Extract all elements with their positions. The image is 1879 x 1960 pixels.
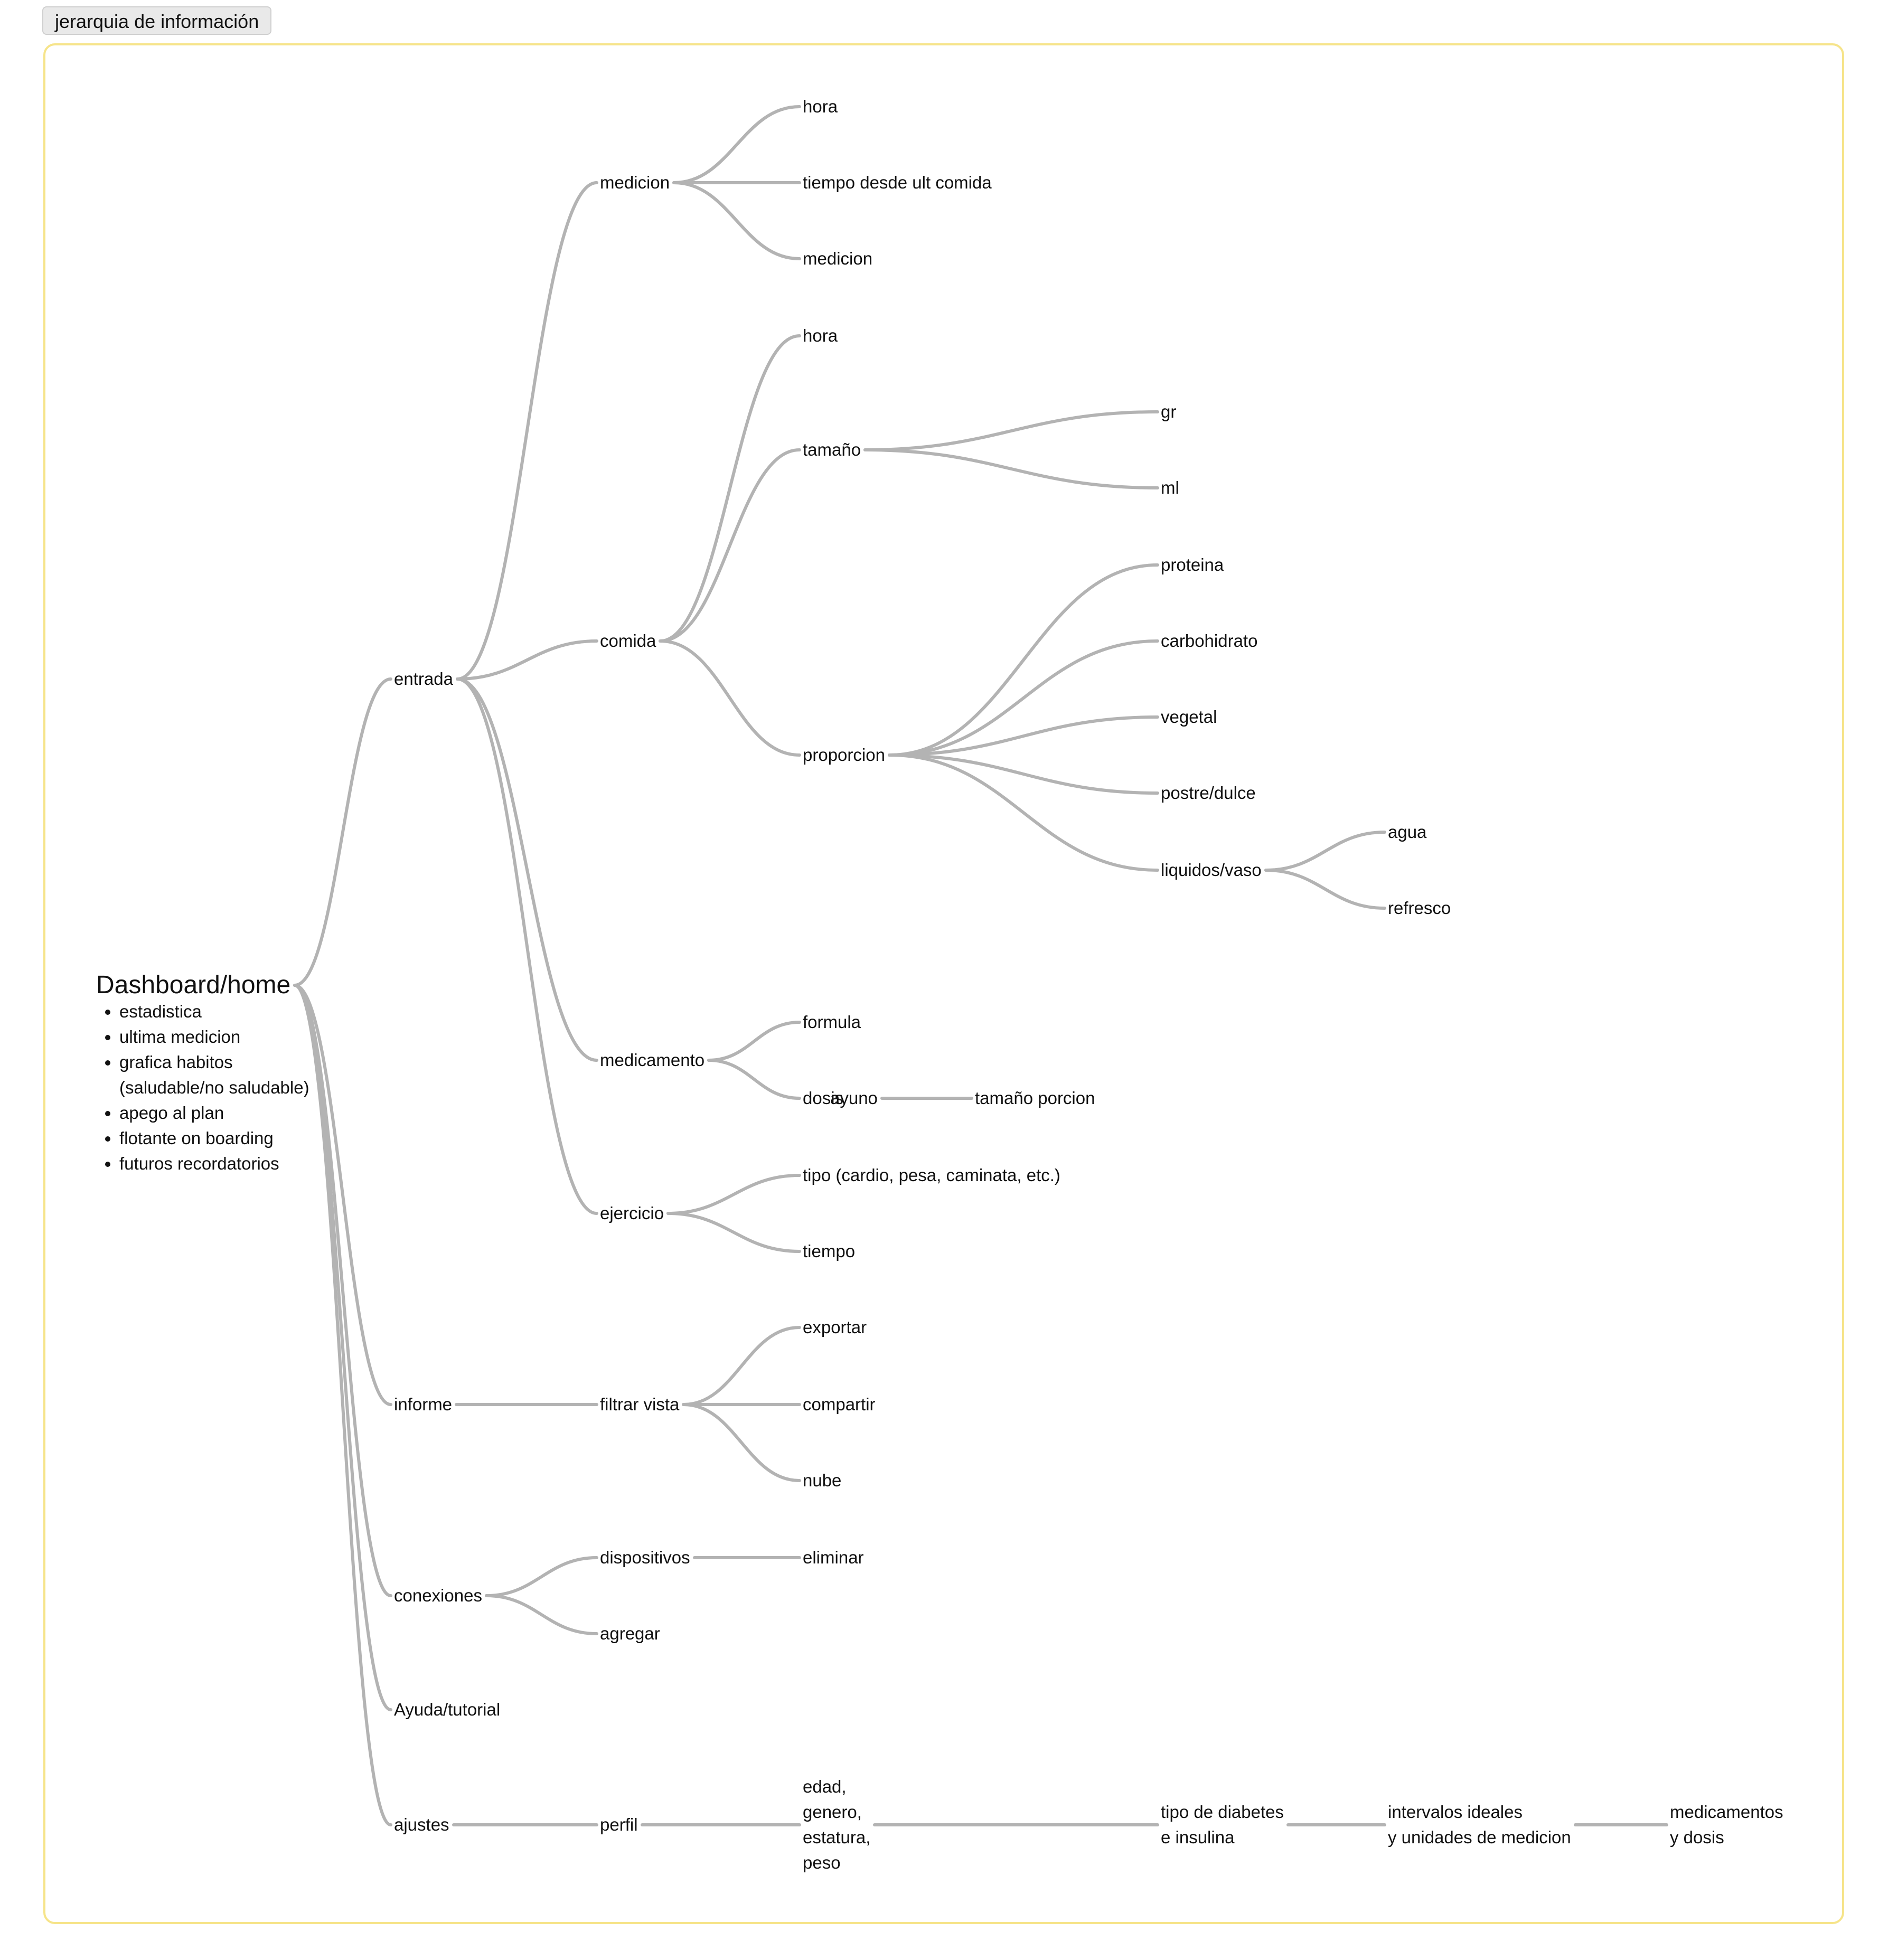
edge-conexiones-agregar [485,1594,598,1635]
node-filtrar-vista[interactable]: filtrar vista [600,1394,680,1414]
node-refresco[interactable]: refresco [1388,898,1451,918]
node-ayuda-tutorial[interactable]: Ayuda/tutorial [394,1700,501,1719]
edge-comida-com_hora [659,334,801,643]
edge-medicamento-formula [707,1021,801,1062]
node-medicamentos-y-dosis[interactable]: medicamentos y dosis [1670,1802,1783,1847]
edge-liquidos-refresco [1264,869,1386,910]
node-intervalos-ideales[interactable]: intervalos ideales y unidades de medicio… [1388,1802,1571,1847]
edge-medicion-med_hora [672,105,801,184]
root-node[interactable]: Dashboard/home [96,971,291,999]
node-tipo-de-diabetes[interactable]: tipo de diabetes e insulina [1161,1802,1284,1847]
edge-root-informe [293,984,392,1406]
node-ejercicio[interactable]: ejercicio [600,1203,664,1223]
edge-proporcion-postre [888,753,1159,795]
edge-medicion-med_medicion [672,181,801,260]
edge-root-ajustes [293,984,392,1826]
root-note-item: futuros recordatorios [119,1151,309,1176]
edge-proporcion-proteina [888,563,1159,757]
node-medicamento[interactable]: medicamento [600,1050,705,1070]
node-tipo-ejercicio[interactable]: tipo (cardio, pesa, caminata, etc.) [803,1165,1060,1185]
node-compartir[interactable]: compartir [803,1394,876,1414]
node-exportar[interactable]: exportar [803,1317,867,1337]
edge-entrada-ejercicio [456,677,598,1215]
node-tamano-porcion[interactable]: tamaño porcion [975,1088,1095,1108]
edge-comida-proporcion [659,639,801,757]
node-entrada[interactable]: entrada [394,669,453,689]
node-ajustes[interactable]: ajustes [394,1815,449,1834]
root-note-item: estadistica [119,999,309,1024]
edge-ejercicio-tiempo [666,1212,801,1253]
root-note-item: grafica habitos (saludable/no saludable) [119,1050,309,1100]
node-tiempo[interactable]: tiempo [803,1241,856,1261]
node-gr[interactable]: gr [1161,402,1177,421]
edge-liquidos-agua [1264,831,1386,872]
root-note-item: apego al plan [119,1100,309,1126]
page-tab[interactable]: jerarquia de información [42,6,272,35]
node-comida-hora[interactable]: hora [803,326,838,345]
node-agregar[interactable]: agregar [600,1624,660,1643]
root-notes-list: estadisticaultima mediciongrafica habito… [104,999,309,1176]
edge-proporcion-vegetal [888,715,1159,757]
edge-entrada-medicion [456,181,598,681]
edge-root-entrada [293,677,392,987]
edge-tamano-ml [863,448,1159,489]
node-conexiones[interactable]: conexiones [394,1586,482,1605]
node-medicion-hora[interactable]: hora [803,97,838,116]
node-vegetal[interactable]: vegetal [1161,707,1217,727]
node-tamano[interactable]: tamaño [803,440,861,459]
root-note-item: ultima medicion [119,1024,309,1050]
node-proporcion[interactable]: proporcion [803,745,885,765]
node-tiempo-desde-ult-comida[interactable]: tiempo desde ult comida [803,173,992,192]
edge-entrada-comida [456,639,598,681]
root-note-item: flotante on boarding [119,1126,309,1151]
node-formula[interactable]: formula [803,1012,861,1032]
edge-conexiones-dispositivos [485,1556,598,1597]
node-edad-genero-estatura-peso[interactable]: edad, genero, estatura, peso [803,1777,871,1872]
node-perfil[interactable]: perfil [600,1815,638,1834]
node-liquidos-vaso[interactable]: liquidos/vaso [1161,860,1262,880]
edge-filtrar-nube [682,1403,801,1482]
node-comida[interactable]: comida [600,631,656,651]
node-ml[interactable]: ml [1161,478,1179,497]
edge-proporcion-liquidos [888,753,1159,872]
node-carbohidrato[interactable]: carbohidrato [1161,631,1258,651]
edge-comida-tamano [659,448,801,643]
node-ayuno[interactable]: ayuno [830,1088,878,1108]
node-proteina[interactable]: proteina [1161,555,1224,574]
node-informe[interactable]: informe [394,1394,453,1414]
node-medicion-valor[interactable]: medicion [803,249,873,268]
edge-entrada-medicamento [456,677,598,1062]
node-agua[interactable]: agua [1388,822,1427,842]
edge-tamano-gr [863,410,1159,451]
node-medicion[interactable]: medicion [600,173,670,192]
edge-filtrar-exportar [682,1326,801,1406]
edge-proporcion-carbohidrato [888,639,1159,757]
node-dosis[interactable]: dosis [803,1088,844,1108]
edge-medicamento-dosis [707,1059,801,1100]
node-eliminar[interactable]: eliminar [803,1548,864,1567]
node-postre-dulce[interactable]: postre/dulce [1161,783,1256,803]
node-dispositivos[interactable]: dispositivos [600,1548,690,1567]
edge-ejercicio-tipo [666,1174,801,1215]
node-nube[interactable]: nube [803,1471,842,1490]
diagram-frame [43,43,1844,1924]
